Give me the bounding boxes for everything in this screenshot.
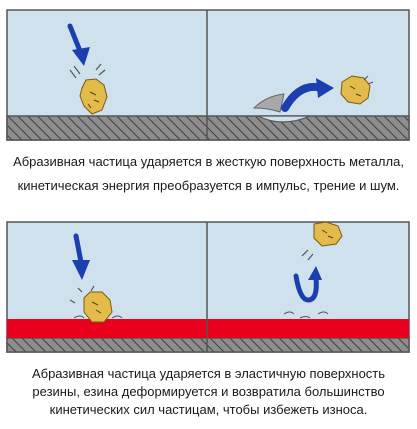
caption-line: резины, езина деформируется и возвратила… [32,384,385,399]
abrasive-particle-icon [83,291,113,323]
caption-metal: Абразивная частица ударяется в жесткую п… [0,153,417,195]
rebound-arrow-icon [293,266,322,303]
surface-dent [257,115,311,123]
caption-line: Абразивная частица ударяется в эластичну… [31,366,386,381]
caption-rubber: Абразивная частица ударяется в эластичну… [0,365,417,419]
caption-line: Абразивная частица ударяется в жесткую п… [13,154,404,169]
motion-lines-icon [301,249,314,261]
impact-ripple-icon [73,315,123,319]
panel-rubber [6,221,410,353]
friction-spark-icon [252,93,285,113]
caption-line: кинетических сил частицам, чтобы избежет… [49,402,368,417]
metal-floor [6,337,410,353]
metal-floor [6,115,410,141]
impact-ripple-icon [283,311,329,319]
abrasive-particle-icon [340,75,374,105]
panel-metal [6,9,410,141]
incoming-arrow-icon [67,23,90,66]
rebound-arrow-icon [281,78,334,112]
motion-lines-icon [69,63,106,79]
rubber-layer [7,319,409,338]
motion-lines-icon [69,285,95,304]
caption-line: кинетическая энергия преобразуется в имп… [17,178,400,193]
incoming-arrow-icon [72,233,90,280]
abrasive-particle-icon [313,221,343,247]
abrasive-particle-icon [79,78,108,115]
